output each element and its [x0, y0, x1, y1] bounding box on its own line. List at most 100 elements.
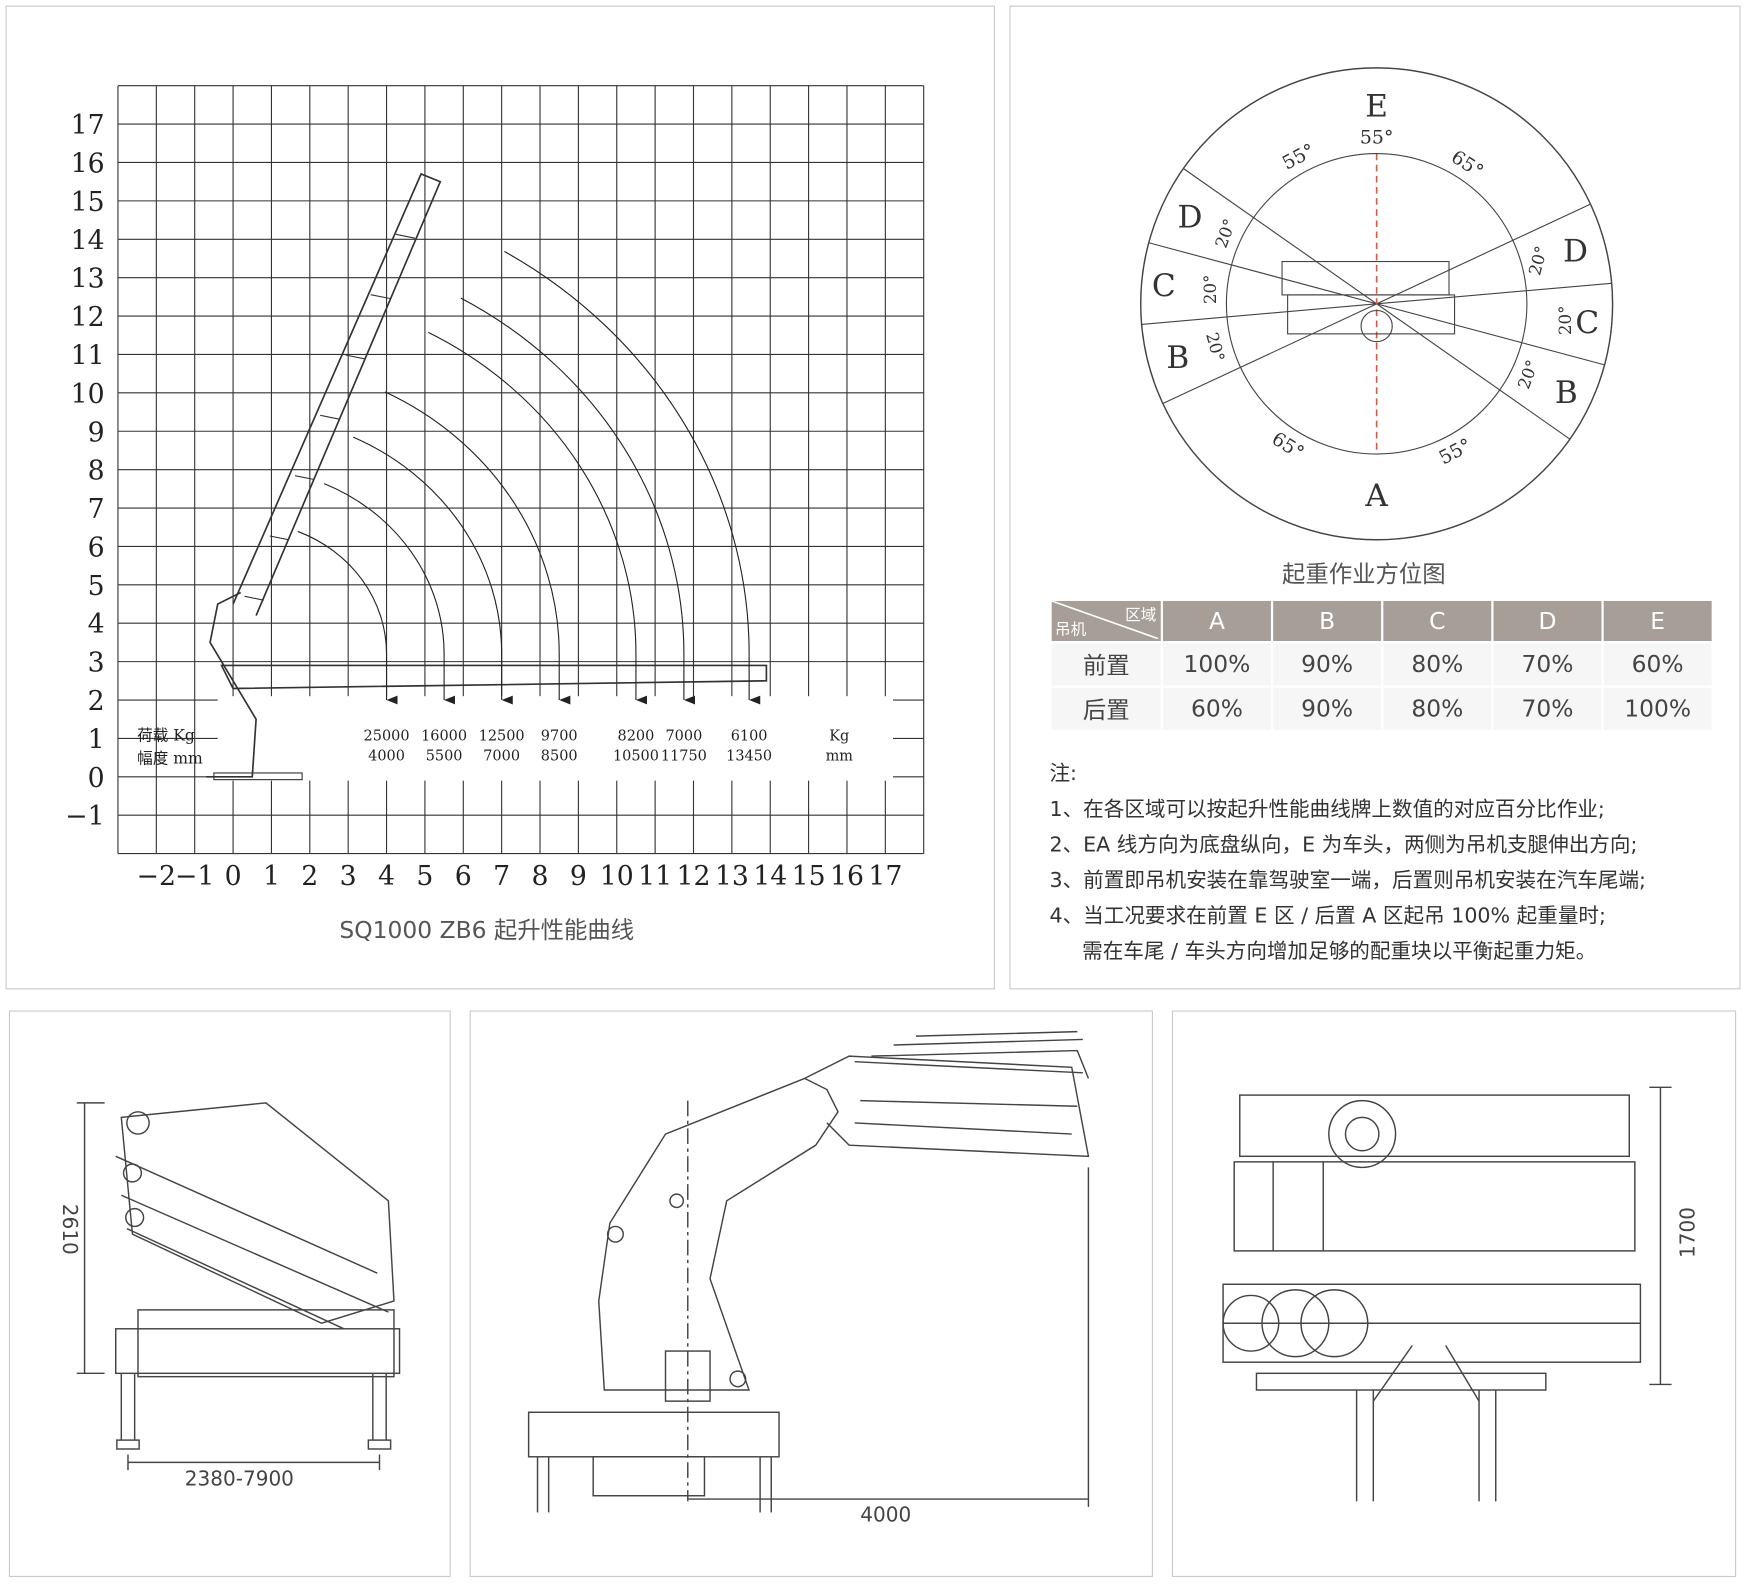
x-tick-label: −1: [175, 861, 214, 892]
corner-crane-label: 吊机: [1055, 620, 1087, 639]
outer-circle: [1139, 67, 1614, 541]
zone-label-e: E: [1365, 89, 1388, 125]
y-tick-label: 13: [71, 264, 105, 295]
y-tick-label: 1: [88, 724, 105, 755]
folded-view-panel: 2610 2380-7900: [8, 1010, 451, 1577]
y-tick-label: 12: [71, 302, 105, 333]
boom-section-joint: [345, 354, 365, 360]
side-view-panel: 4000: [469, 1010, 1153, 1577]
header-d: D: [1493, 600, 1602, 642]
load-value-label: 12500: [479, 728, 525, 744]
y-tick-label: −1: [65, 801, 104, 832]
radius-value-label: 10500: [613, 749, 659, 765]
chart-title: SQ1000 ZB6 起升性能曲线: [339, 917, 635, 944]
x-tick-label: 16: [830, 861, 864, 892]
header-e: E: [1603, 600, 1712, 642]
y-tick-label: 9: [88, 417, 105, 448]
load-value-label: 7000: [666, 728, 703, 744]
boom-section-joint: [269, 535, 290, 541]
row-label: 后置: [1051, 687, 1161, 731]
x-tick-label: 14: [753, 861, 787, 892]
x-tick-label: 8: [532, 861, 549, 892]
row-label: 前置: [1051, 643, 1161, 686]
corner-zone-label: 区域: [1125, 606, 1157, 625]
load-value-label: 9700: [541, 728, 578, 744]
x-tick-label: 6: [455, 861, 472, 892]
table-cell: 80%: [1383, 643, 1492, 686]
crane-base: [213, 772, 303, 781]
boom-section-joint: [320, 414, 340, 420]
y-tick-label: 17: [71, 110, 105, 141]
direction-diagram: EADDCCBB55°55°65°65°55°20°20°20°20°20°20…: [1139, 67, 1614, 541]
table-cell: 70%: [1493, 643, 1602, 686]
boom-section-joint: [244, 595, 264, 601]
y-tick-label: 6: [88, 532, 105, 563]
crane-column: [206, 591, 257, 778]
header-b: B: [1273, 600, 1382, 642]
y-tick-label: 11: [71, 340, 105, 371]
y-tick-label: 4: [88, 609, 105, 640]
table-row: 前置 100% 90% 80% 70% 60%: [1051, 643, 1712, 686]
x-tick-label: 10: [600, 861, 634, 892]
note-line: 4、当工况要求在前置 E 区 / 后置 A 区起吊 100% 起重量时;: [1049, 904, 1606, 929]
y-tick-label: 3: [88, 648, 105, 679]
x-tick-label: 1: [263, 861, 280, 892]
horizontal-boom: [220, 664, 768, 690]
table-cell: 90%: [1273, 643, 1382, 686]
crane-topview-base: [1287, 294, 1456, 335]
table-corner: 区域 吊机: [1051, 600, 1161, 642]
x-tick-label: −2: [137, 861, 176, 892]
table-cell: 90%: [1273, 687, 1382, 731]
y-tick-label: 7: [88, 494, 105, 525]
note-line: 需在车尾 / 车头方向增加足够的配重块以平衡起重力矩。: [1049, 940, 1597, 964]
load-curve: [504, 250, 761, 705]
angle-arc: [1225, 153, 1528, 455]
note-line: 2、EA 线方向为底盘纵向，E 为车头，两侧为吊机支腿伸出方向;: [1049, 833, 1638, 857]
radius-value-label: 4000: [368, 749, 405, 765]
legend-load-label: 荷载 Kg: [137, 726, 195, 744]
load-unit-label: Kg: [829, 728, 849, 744]
boom-section-joint: [370, 294, 390, 300]
radius-value-label: 13450: [726, 749, 772, 765]
angle-label: 20°: [1525, 244, 1551, 277]
load-curve: [297, 530, 398, 705]
y-tick-label: 14: [71, 225, 105, 256]
angle-label: 20°: [1514, 357, 1542, 391]
notes: 注: 1、在各区域可以按起升性能曲线牌上数值的对应百分比作业; 2、EA 线方向…: [1049, 757, 1646, 971]
reach-dimension: 4000: [860, 1503, 912, 1527]
angle-label: 55°: [1279, 139, 1319, 174]
x-tick-label: 5: [416, 861, 433, 892]
x-tick-label: 7: [493, 861, 510, 892]
angle-label: 20°: [1212, 216, 1240, 250]
x-tick-label: 0: [225, 861, 242, 892]
radius-value-label: 7000: [483, 749, 520, 765]
y-tick-label: 2: [88, 686, 105, 717]
load-value-label: 25000: [364, 728, 410, 744]
radius-unit-label: mm: [826, 749, 854, 765]
table-cell: 100%: [1603, 687, 1712, 731]
angle-label: 20°: [1556, 306, 1575, 336]
y-tick-label: 10: [71, 379, 105, 410]
direction-diagram-title: 起重作业方位图: [1282, 560, 1446, 588]
radius-value-label: 5500: [426, 749, 463, 765]
radius-value-label: 8500: [541, 749, 578, 765]
boom-section-joint: [294, 475, 315, 481]
x-tick-label: 15: [792, 861, 826, 892]
zone-label-c-right: C: [1575, 305, 1599, 341]
extended-crane-drawing: [527, 1030, 1090, 1513]
crane-topview-boom: [1281, 260, 1450, 296]
height-dimension: 2610: [57, 1203, 81, 1255]
table-cell: 100%: [1162, 643, 1271, 686]
y-tick-label: 15: [71, 187, 105, 218]
x-tick-label: 13: [715, 861, 749, 892]
note-line: 3、前置即吊机安装在靠驾驶室一端，后置则吊机安装在汽车尾端;: [1049, 869, 1646, 893]
table-cell: 80%: [1383, 687, 1492, 731]
folded-crane-drawing: [76, 1102, 401, 1471]
zone-label-a: A: [1364, 478, 1388, 514]
angle-label: 65°: [1447, 146, 1487, 183]
note-heading: 注:: [1049, 762, 1077, 786]
table-cell: 60%: [1603, 643, 1712, 686]
zone-label-d-left: D: [1178, 200, 1203, 236]
y-tick-label: 0: [88, 763, 105, 794]
